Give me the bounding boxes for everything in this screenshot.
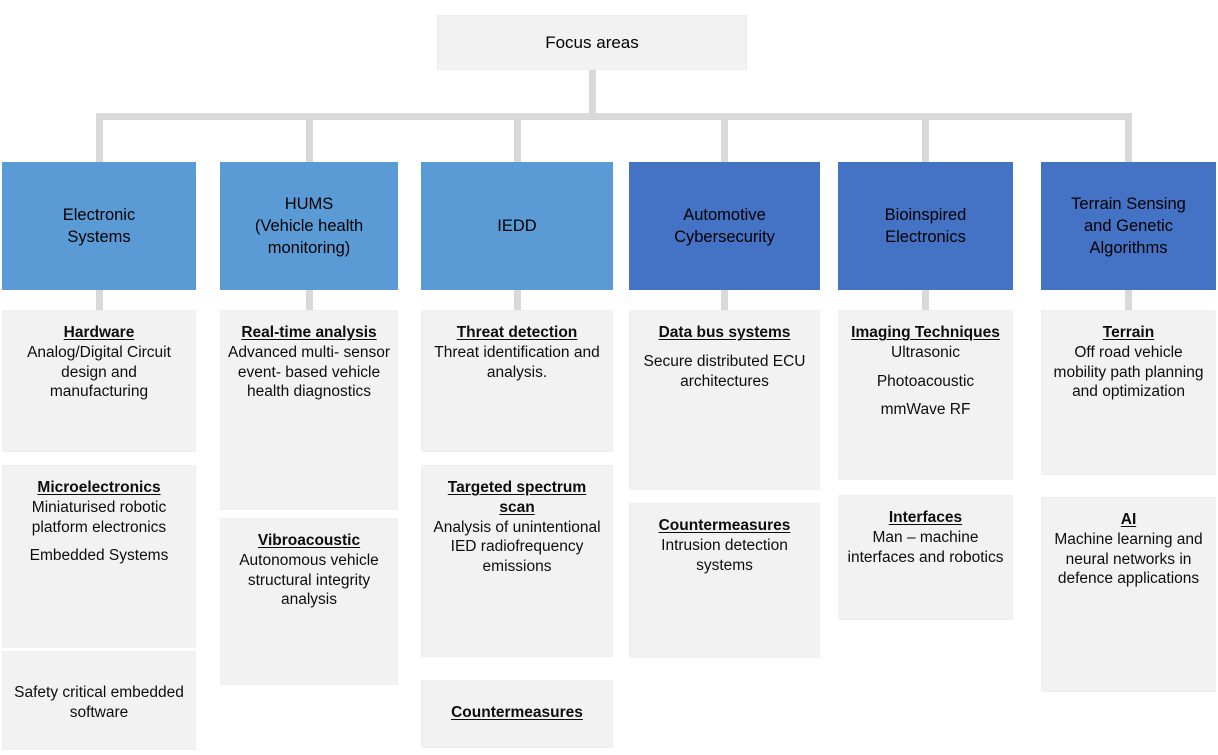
connector-root-stem [588, 70, 596, 120]
header-hums[interactable]: HUMS (Vehicle health monitoring) [220, 162, 398, 290]
header-line: Bioinspired [884, 205, 967, 224]
content-box-title: Countermeasures [658, 517, 791, 534]
header-iedd[interactable]: IEDD [421, 162, 613, 290]
header-line: Electronics [885, 228, 966, 246]
content-box-body: Intrusion detection systems [661, 536, 788, 574]
connector-header-to-content-bioinspired-electronics [922, 290, 929, 310]
content-box-paragraph-2: mmWave RF [880, 401, 971, 419]
content-box-body: Machine learning and neural networks in … [1054, 530, 1203, 588]
connector-drop-hums [305, 113, 313, 162]
content-box-title: Terrain [1102, 324, 1155, 341]
root-node-focus-areas: Focus areas [437, 15, 747, 70]
content-box-title: Hardware [63, 324, 135, 341]
content-box-paragraph-1: Secure distributed ECU architectures [643, 352, 806, 390]
content-box-iedd-3[interactable]: Countermeasures [421, 680, 613, 748]
connector-header-to-content-iedd [513, 290, 521, 310]
connector-drop-electronic-systems [95, 113, 103, 162]
content-box-title: AI [1120, 511, 1137, 528]
content-box-body: Man – machine interfaces and robotics [847, 528, 1004, 566]
content-box-title: Threat detection [456, 324, 578, 341]
content-box-body: Miniaturised robotic platform electronic… [31, 498, 167, 536]
header-line: (Vehicle health [254, 216, 364, 235]
content-box-paragraph-1: Photoacoustic [876, 372, 975, 390]
content-box-body: Threat identification and analysis. [434, 343, 600, 381]
connector-horizontal-bus [95, 113, 1132, 120]
content-box-body: Safety critical embedded software [14, 683, 184, 721]
content-box-body: Advanced multi- sensor event- based vehi… [228, 343, 390, 401]
connector-header-to-content-terrain-sensing [1125, 290, 1132, 310]
connector-drop-terrain-sensing [1125, 113, 1132, 162]
content-box-terrain-sensing-2[interactable]: AI Machine learning and neural networks i… [1041, 497, 1216, 692]
header-line: HUMS [284, 194, 334, 213]
header-line: Automotive [683, 205, 766, 224]
connector-drop-automotive-cybersecurity [721, 113, 728, 162]
content-box-body: Analysis of unintentional IED radiofrequ… [433, 518, 601, 576]
header-line: and Genetic [1084, 216, 1173, 235]
content-box-paragraph-1: Embedded Systems [29, 547, 169, 565]
connector-drop-bioinspired-electronics [922, 113, 929, 162]
header-line: monitoring) [267, 239, 351, 258]
content-box-body: Autonomous vehicle structural integrity … [239, 551, 379, 609]
header-line: Terrain Sensing [1071, 194, 1186, 213]
header-line: IEDD [497, 216, 537, 235]
header-line: Electronic [62, 205, 136, 224]
content-box-title: Targeted spectrum scan [447, 479, 587, 516]
header-line: Cybersecurity [674, 228, 775, 246]
content-box-body: Analog/Digital Circuit design and manufa… [27, 343, 171, 401]
header-line: Systems [67, 228, 131, 246]
connector-header-to-content-electronic-systems [95, 290, 103, 310]
content-box-title: Countermeasures [451, 704, 583, 721]
content-box-title: Data bus systems [658, 324, 791, 341]
connector-header-to-content-hums [305, 290, 313, 310]
content-box-body: Ultrasonic [891, 343, 960, 361]
content-box-title: Microelectronics [37, 479, 161, 496]
content-box-title: Real-time analysis [241, 324, 377, 341]
content-box-title: Vibroacoustic [257, 532, 361, 549]
header-line: Algorithms [1089, 239, 1168, 258]
root-node-label: Focus areas [545, 32, 639, 52]
connector-header-to-content-automotive-cybersecurity [721, 290, 728, 310]
content-box-title: Imaging Techniques [851, 324, 1000, 341]
content-box-title: Interfaces [888, 509, 963, 526]
content-box-electronic-systems-3[interactable]: Safety critical embedded software [2, 651, 196, 750]
connector-drop-iedd [513, 113, 521, 162]
content-box-body: Off road vehicle mobility path planning … [1053, 343, 1204, 401]
